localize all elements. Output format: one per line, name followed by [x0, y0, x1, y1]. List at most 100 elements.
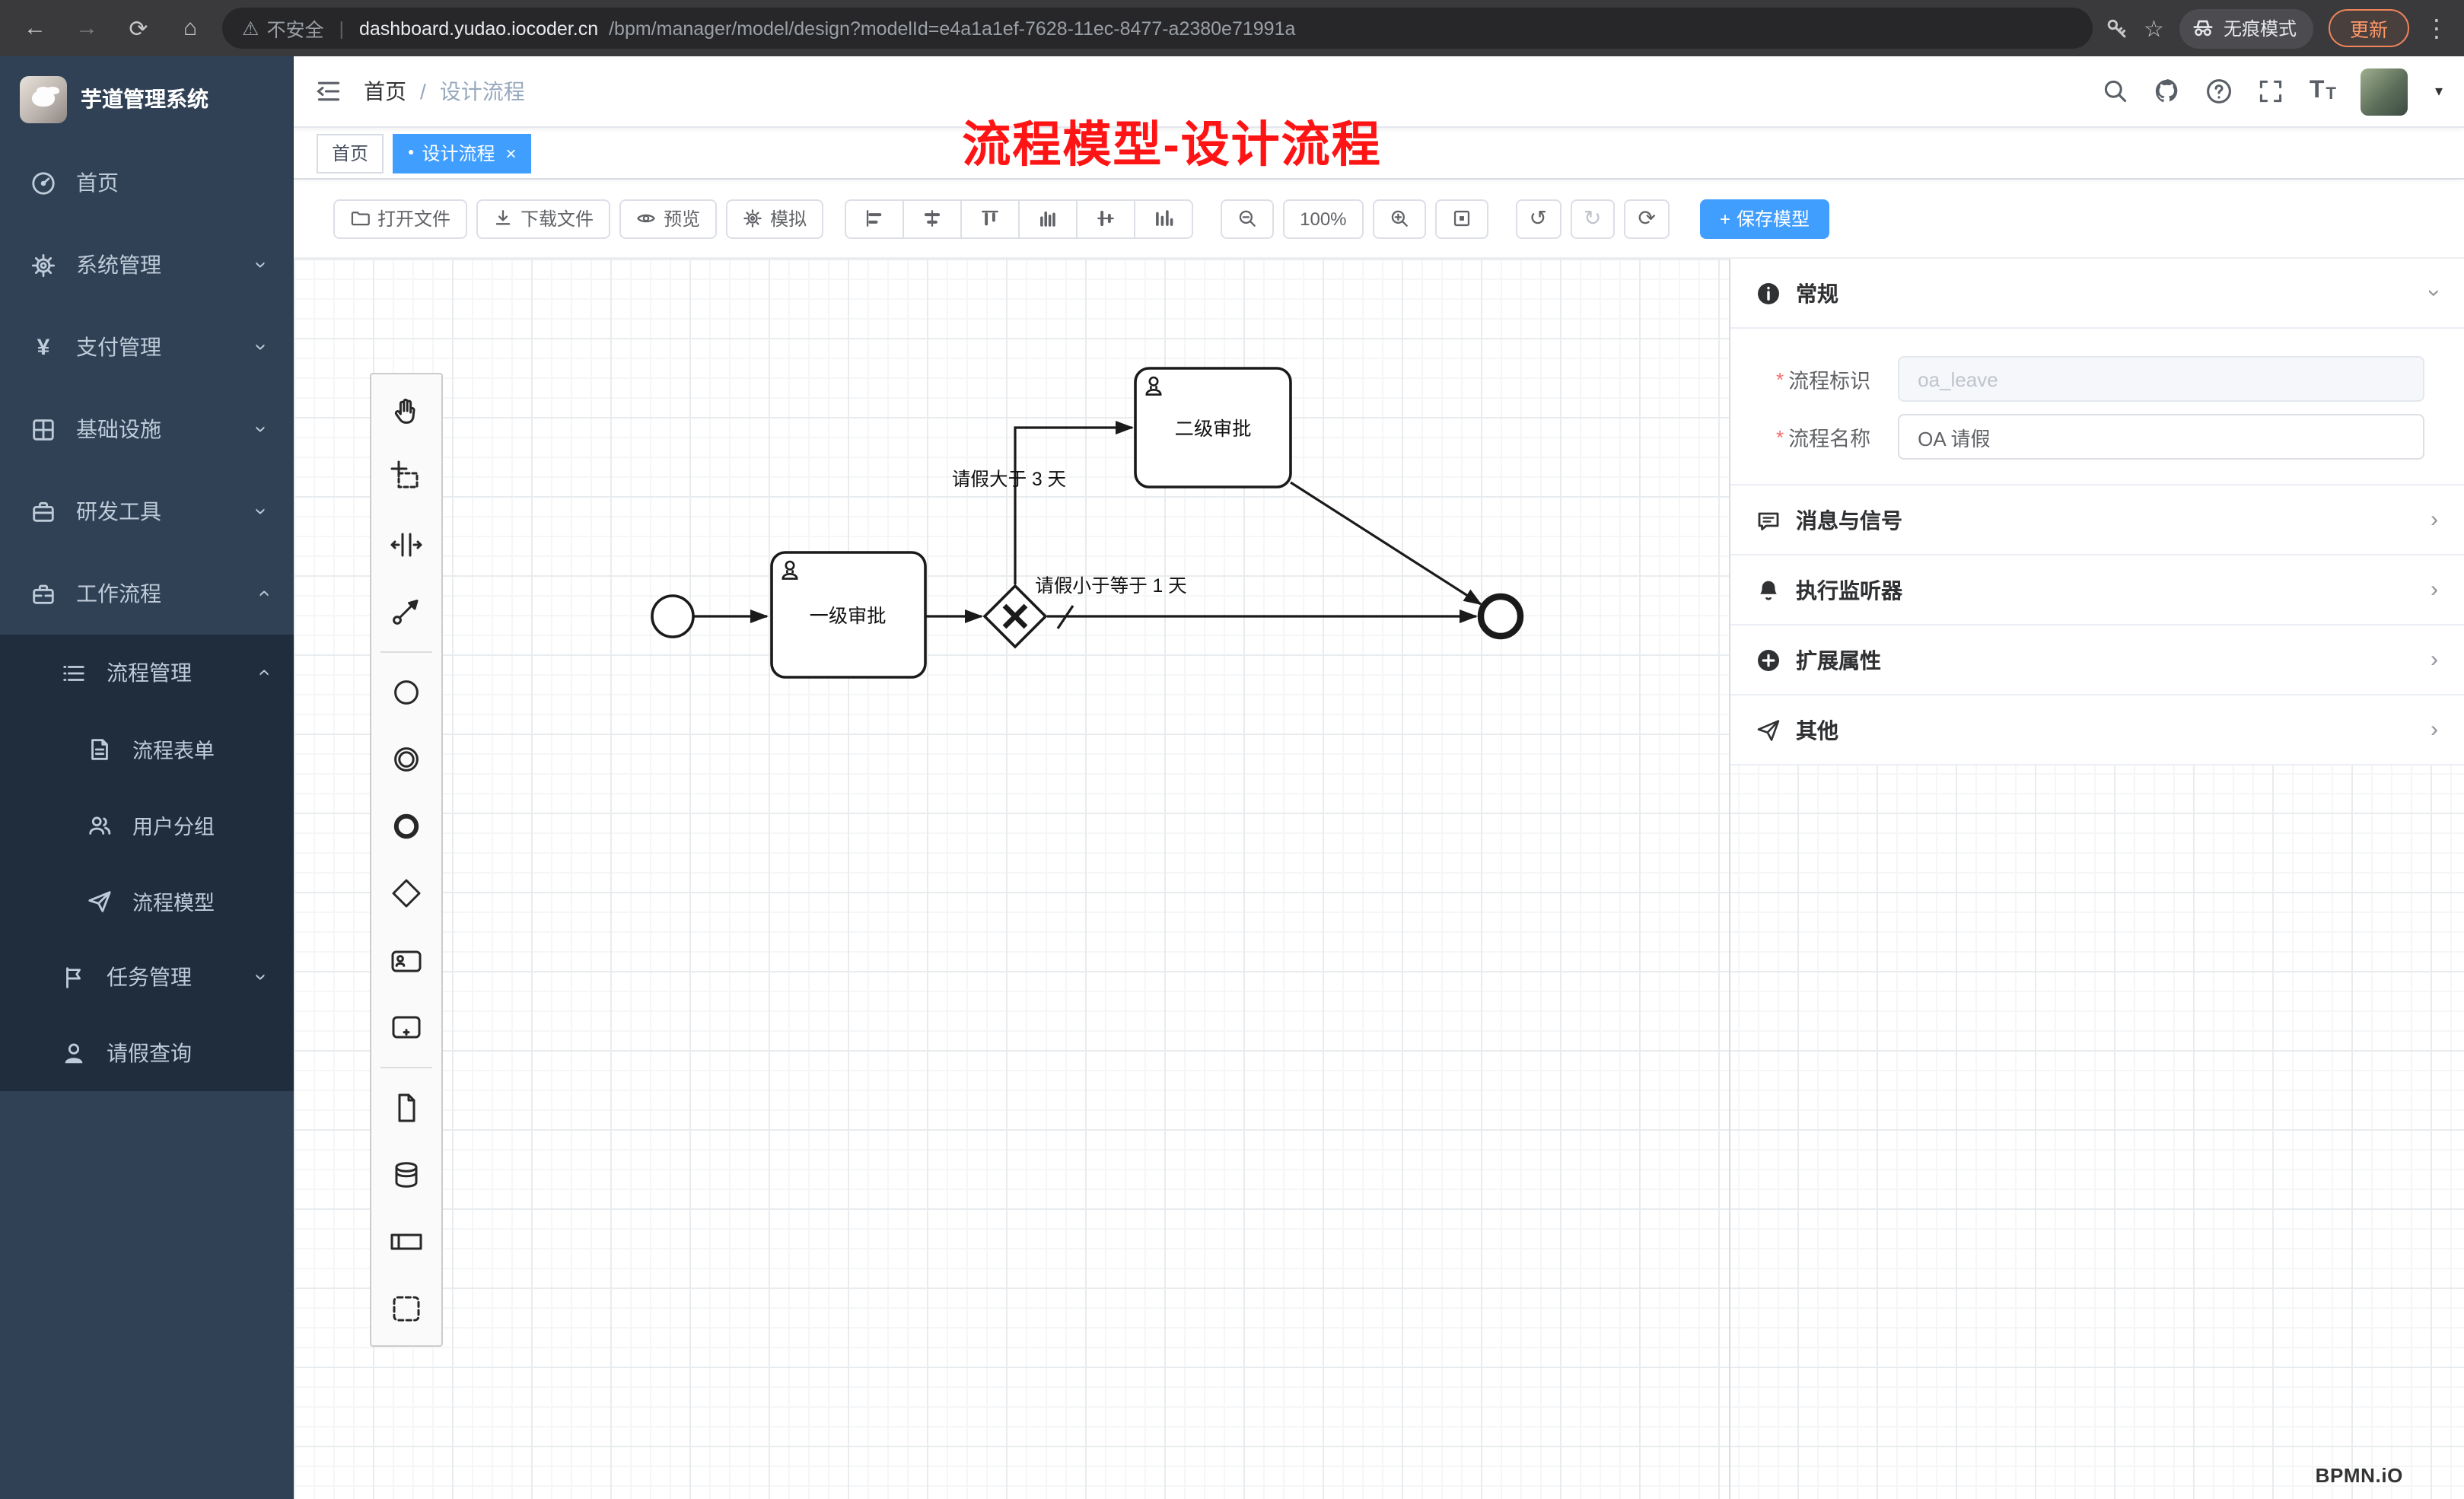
- align-top-button[interactable]: [960, 199, 1020, 238]
- tab-design[interactable]: ● 设计流程 ×: [393, 133, 532, 173]
- info-icon: [1758, 282, 1779, 304]
- sidebar-item-task-mgmt[interactable]: 任务管理 ›: [0, 939, 294, 1015]
- bpmn-canvas[interactable]: 请假大于 3 天 请假小于等于 1 天 一级审批: [294, 180, 1729, 1499]
- app-logo-row[interactable]: 芋道管理系统: [0, 56, 294, 142]
- palette-global-connect-tool[interactable]: [371, 578, 441, 645]
- zoom-reset-icon: [1453, 210, 1469, 227]
- sidebar-item-payment[interactable]: ¥ 支付管理 ›: [0, 306, 294, 388]
- flow-gateway-to-task2[interactable]: [1014, 421, 1134, 584]
- hand-tool-icon: [394, 398, 415, 424]
- section-title: 消息与信号: [1796, 508, 1902, 532]
- section-listener-header[interactable]: 执行监听器 ›: [1730, 555, 2464, 625]
- sidebar-item-leave-query[interactable]: 请假查询: [0, 1015, 294, 1091]
- address-bar[interactable]: ⚠ 不安全 | dashboard.yudao.iocoder.cn/bpm/m…: [222, 8, 2093, 49]
- distribute-vertical-button[interactable]: [1018, 199, 1078, 238]
- tab-close-icon[interactable]: ×: [505, 142, 517, 164]
- redo-button[interactable]: ↻: [1570, 199, 1616, 238]
- security-status[interactable]: ⚠ 不安全: [242, 14, 323, 43]
- user-task-level2[interactable]: 二级审批: [1134, 367, 1292, 489]
- user-avatar[interactable]: [2360, 68, 2408, 115]
- process-key-input[interactable]: [1898, 356, 2424, 402]
- palette-create-gateway[interactable]: [371, 860, 441, 927]
- zoom-in-icon: [1391, 210, 1408, 227]
- align-horizontal-center-button[interactable]: [903, 199, 963, 238]
- save-model-button[interactable]: + 保存模型: [1699, 199, 1829, 238]
- process-name-input[interactable]: [1898, 414, 2424, 460]
- palette-hand-tool[interactable]: [371, 377, 441, 444]
- password-key-icon[interactable]: [2104, 16, 2128, 40]
- avatar-caret-icon[interactable]: ▾: [2434, 83, 2443, 100]
- palette-create-data-object[interactable]: [371, 1074, 441, 1141]
- sidebar-item-system[interactable]: 系统管理 ›: [0, 224, 294, 306]
- flow-task2-to-end[interactable]: [1290, 481, 1482, 606]
- palette-create-participant[interactable]: [371, 1208, 441, 1275]
- yen-icon: ¥: [37, 334, 50, 360]
- search-icon[interactable]: [2103, 78, 2130, 105]
- palette-create-end-event[interactable]: [371, 793, 441, 860]
- palette-create-group[interactable]: [371, 1275, 441, 1342]
- palette-lasso-tool[interactable]: [371, 444, 441, 511]
- browser-menu-icon[interactable]: ⋮: [2424, 16, 2449, 42]
- palette-create-start-event[interactable]: [371, 659, 441, 726]
- tab-label: 设计流程: [422, 143, 495, 164]
- align-vertical-center-button[interactable]: [1076, 199, 1136, 238]
- sidebar-item-user-group[interactable]: 用户分组: [0, 787, 294, 863]
- download-file-button[interactable]: 下载文件: [476, 199, 611, 238]
- restart-button[interactable]: ⟳: [1624, 199, 1670, 238]
- palette-create-data-store[interactable]: [371, 1141, 441, 1208]
- exclusive-gateway[interactable]: [982, 584, 1048, 649]
- palette-space-tool[interactable]: [371, 511, 441, 578]
- github-icon[interactable]: [2154, 78, 2182, 105]
- palette-create-user-task[interactable]: [371, 927, 441, 994]
- tab-home[interactable]: 首页: [317, 133, 384, 173]
- end-event[interactable]: [1477, 593, 1524, 640]
- browser-back-icon[interactable]: ←: [24, 15, 46, 41]
- sidebar-item-devtools[interactable]: 研发工具 ›: [0, 470, 294, 552]
- simulate-button[interactable]: 模拟: [726, 199, 824, 238]
- breadcrumb-home[interactable]: 首页: [364, 79, 406, 103]
- sidebar-item-process-model[interactable]: 流程模型: [0, 863, 294, 939]
- sidebar-collapse-icon[interactable]: [315, 78, 342, 105]
- section-other-header[interactable]: 其他 ›: [1730, 695, 2464, 765]
- zoom-in-button[interactable]: [1372, 199, 1426, 238]
- preview-button[interactable]: 预览: [619, 199, 718, 238]
- sidebar-item-infrastructure[interactable]: 基础设施 ›: [0, 388, 294, 470]
- sidebar-item-workflow[interactable]: 工作流程 ›: [0, 552, 294, 635]
- section-general-header[interactable]: 常规 ›: [1730, 259, 2464, 329]
- align-left-button[interactable]: [845, 199, 905, 238]
- section-extension-header[interactable]: 扩展属性 ›: [1730, 625, 2464, 695]
- browser-forward-icon[interactable]: →: [75, 15, 98, 41]
- section-message-header[interactable]: 消息与信号 ›: [1730, 485, 2464, 555]
- distribute-horizontal-button[interactable]: [1134, 199, 1194, 238]
- open-file-button[interactable]: 打开文件: [333, 199, 468, 238]
- sidebar-item-label: 工作流程: [76, 581, 161, 606]
- fullscreen-icon[interactable]: [2258, 78, 2285, 105]
- data-object-icon: [398, 1093, 415, 1122]
- redo-icon: ↻: [1584, 205, 1602, 230]
- sidebar-item-process-mgmt[interactable]: 流程管理 ›: [0, 635, 294, 711]
- browser-home-icon[interactable]: ⌂: [183, 15, 198, 41]
- zoom-level-button[interactable]: 100%: [1283, 199, 1364, 238]
- bookmark-star-icon[interactable]: ☆: [2144, 16, 2164, 42]
- sidebar-item-home[interactable]: 首页: [0, 142, 294, 224]
- sidebar-item-process-form[interactable]: 流程表单: [0, 711, 294, 787]
- zoom-reset-button[interactable]: [1434, 199, 1488, 238]
- undo-button[interactable]: ↺: [1515, 199, 1561, 238]
- start-event[interactable]: [651, 594, 695, 638]
- person-icon: [65, 1042, 83, 1063]
- browser-update-button[interactable]: 更新: [2328, 9, 2409, 47]
- chevron-down-icon: ›: [250, 973, 275, 981]
- browser-reload-icon[interactable]: ⟳: [129, 16, 148, 42]
- flow-label-gt[interactable]: 请假大于 3 天: [952, 469, 1066, 490]
- zoom-out-button[interactable]: [1221, 199, 1275, 238]
- bpmn-io-watermark[interactable]: BPMN.iO: [2315, 1464, 2403, 1487]
- palette-create-subprocess[interactable]: [371, 994, 441, 1061]
- palette-create-intermediate-event[interactable]: [371, 726, 441, 793]
- help-icon[interactable]: [2206, 78, 2233, 105]
- required-asterisk: *: [1776, 368, 1784, 390]
- flow-label-le[interactable]: 请假小于等于 1 天: [1035, 575, 1187, 597]
- user-task-level1[interactable]: 一级审批: [770, 551, 927, 679]
- sequence-flows[interactable]: [694, 421, 1482, 629]
- task-label: 二级审批: [1175, 419, 1252, 440]
